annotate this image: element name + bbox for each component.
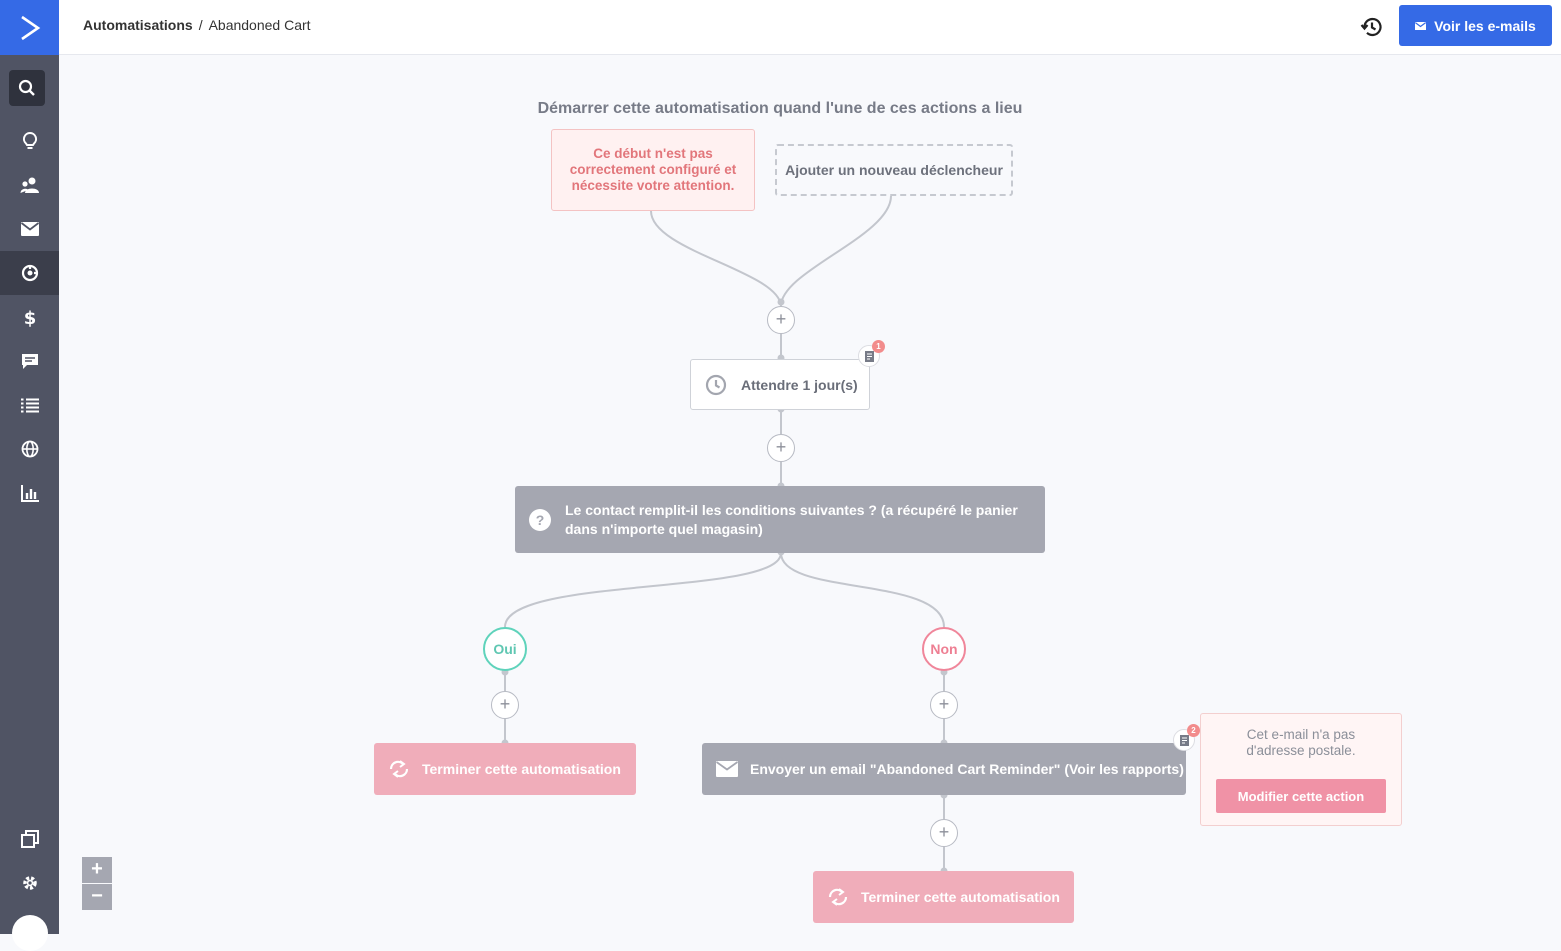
sidebar-item-search[interactable]	[9, 70, 45, 106]
breadcrumb-separator: /	[198, 17, 203, 33]
zoom-in-button[interactable]: +	[82, 857, 112, 883]
email-icon	[716, 761, 738, 777]
sidebar-item-reports[interactable]	[0, 471, 59, 515]
clock-icon	[705, 374, 727, 395]
automations-icon	[21, 264, 38, 282]
sidebar-item-campaigns[interactable]	[0, 207, 59, 251]
end-automation-step[interactable]: Terminer cette automatisation	[374, 743, 636, 795]
history-button[interactable]	[1360, 15, 1384, 39]
add-step-button[interactable]: +	[767, 306, 795, 334]
sidebar-item-conversations[interactable]	[0, 339, 59, 383]
email-warning-popover: Cet e-mail n'a pas d'adresse postale. Mo…	[1200, 713, 1402, 826]
lightbulb-icon	[22, 132, 37, 149]
trigger-warning-card[interactable]: Ce début n'est pas correctement configur…	[551, 129, 755, 211]
search-icon	[18, 79, 35, 96]
zoom-out-button[interactable]: −	[82, 884, 112, 910]
conversations-icon	[21, 353, 38, 369]
start-title: Démarrer cette automatisation quand l'un…	[537, 100, 1023, 117]
sidebar-item-settings[interactable]	[0, 861, 59, 905]
sidebar-item-pages[interactable]	[0, 817, 59, 861]
refresh-icon	[389, 760, 409, 778]
lists-icon	[20, 398, 39, 412]
note-icon	[864, 350, 874, 362]
wait-step[interactable]: Attendre 1 jour(s)	[690, 359, 870, 410]
email-icon	[20, 222, 39, 236]
breadcrumb: Automatisations / Abandoned Cart	[83, 17, 311, 33]
view-emails-button[interactable]: Voir les e-mails	[1399, 5, 1552, 46]
zoom-controls: + −	[82, 857, 112, 910]
note-icon	[1179, 734, 1189, 746]
logo-chevron-icon	[20, 15, 40, 40]
end-automation-label: Terminer cette automatisation	[422, 761, 621, 777]
breadcrumb-current: Abandoned Cart	[208, 17, 311, 33]
sidebar-item-ideas[interactable]	[0, 119, 59, 163]
email-notes-badge[interactable]: 2	[1173, 724, 1200, 751]
question-icon: ?	[529, 508, 551, 531]
add-step-button[interactable]: +	[930, 691, 958, 719]
globe-icon	[21, 440, 38, 458]
deals-icon: $	[23, 308, 36, 327]
send-email-step[interactable]: Envoyer un email "Abandoned Cart Reminde…	[702, 743, 1186, 795]
email-warning-message: Cet e-mail n'a pas d'adresse postale.	[1246, 727, 1356, 758]
svg-text:$: $	[23, 308, 36, 327]
reports-icon	[20, 484, 39, 502]
wait-notes-badge[interactable]: 1	[858, 340, 885, 367]
add-trigger-button[interactable]: Ajouter un nouveau déclencheur	[775, 144, 1013, 196]
email-icon	[1415, 21, 1427, 30]
sidebar-item-lists[interactable]	[0, 383, 59, 427]
automation-canvas[interactable]: Démarrer cette automatisation quand l'un…	[59, 56, 1561, 934]
branch-yes[interactable]: Oui	[483, 627, 527, 671]
flow-connectors	[501, 195, 948, 875]
app-logo[interactable]	[0, 0, 59, 55]
header: Automatisations / Abandoned Cart Voir le…	[59, 0, 1561, 55]
pages-icon	[20, 830, 39, 848]
contacts-icon	[20, 177, 39, 193]
email-notes-count: 2	[1187, 724, 1200, 737]
branch-no[interactable]: Non	[922, 627, 966, 671]
sidebar-item-site[interactable]	[0, 427, 59, 471]
avatar[interactable]	[12, 915, 48, 951]
settings-icon	[22, 876, 37, 890]
end-automation-label: Terminer cette automatisation	[861, 889, 1060, 905]
sidebar-item-automations[interactable]	[0, 251, 59, 295]
refresh-icon	[828, 888, 848, 906]
sidebar-item-deals[interactable]: $	[0, 295, 59, 339]
history-icon	[1360, 17, 1382, 37]
add-step-button[interactable]: +	[930, 819, 958, 847]
condition-label: Le contact remplit-il les conditions sui…	[565, 501, 1018, 537]
wait-notes-count: 1	[872, 340, 885, 353]
condition-step[interactable]: ? Le contact remplit-il les conditions s…	[515, 486, 1045, 553]
add-step-button[interactable]: +	[767, 434, 795, 462]
add-step-button[interactable]: +	[491, 691, 519, 719]
wait-label: Attendre 1 jour(s)	[741, 376, 858, 393]
view-emails-label: Voir les e-mails	[1434, 17, 1536, 34]
edit-action-button[interactable]: Modifier cette action	[1216, 779, 1386, 813]
end-automation-step[interactable]: Terminer cette automatisation	[813, 871, 1074, 923]
breadcrumb-automations-link[interactable]: Automatisations	[83, 17, 193, 33]
send-email-label: Envoyer un email "Abandoned Cart Reminde…	[750, 761, 1184, 777]
sidebar-item-contacts[interactable]	[0, 163, 59, 207]
sidebar: $	[0, 0, 59, 951]
